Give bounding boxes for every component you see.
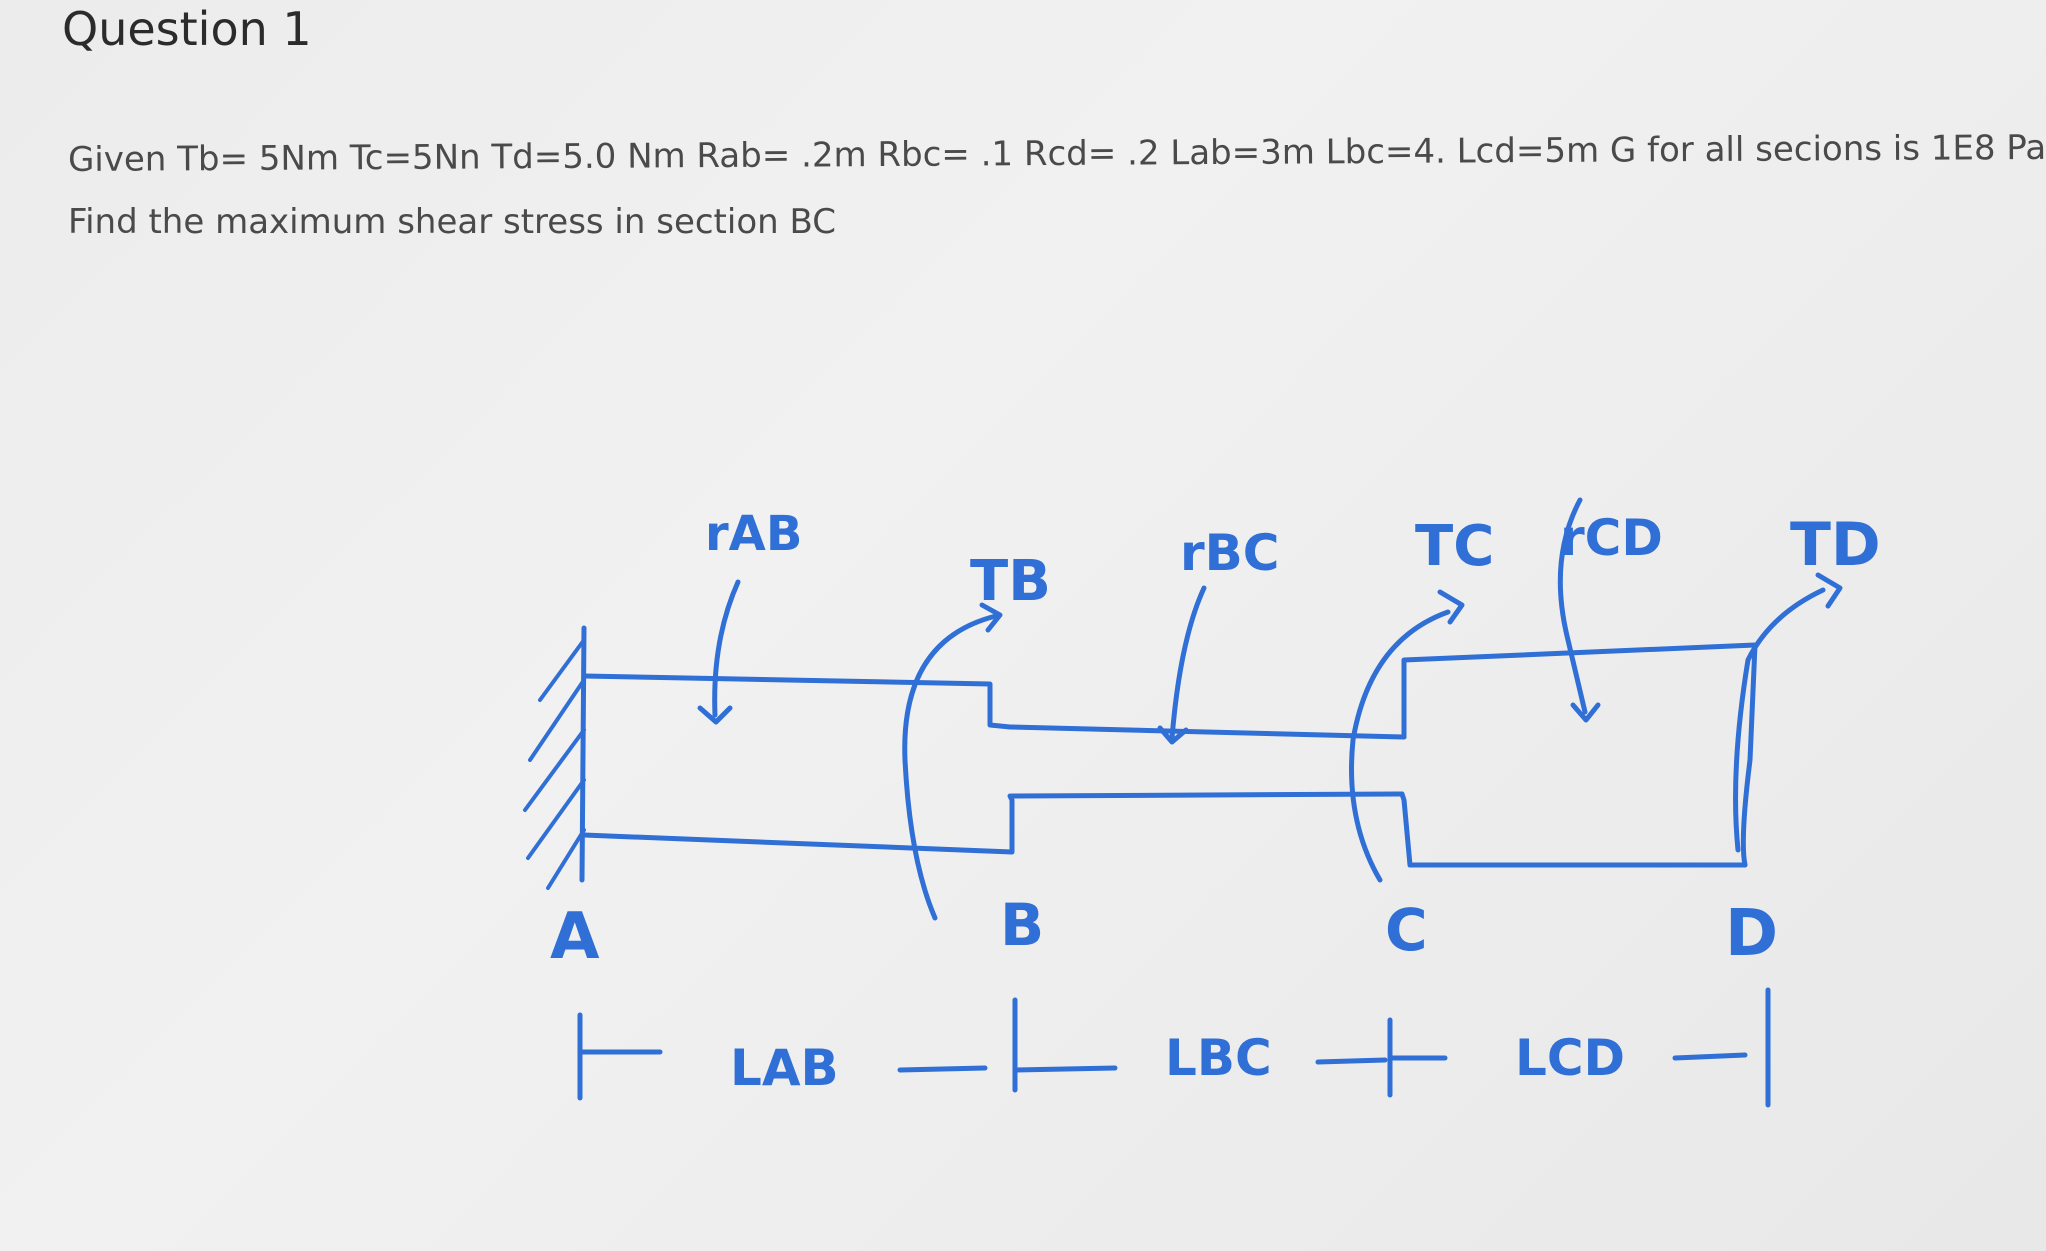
end-d-outline: [1740, 642, 1758, 868]
label-point-a: A: [550, 900, 600, 974]
fixed-wall: [579, 625, 587, 883]
dimension-segment-cd-end: [1672, 1052, 1748, 1061]
torque-b-arc: [902, 613, 999, 921]
find-prompt-text: Find the maximum shear stress in section…: [68, 202, 836, 242]
label-r-bc: rBC: [1180, 524, 1279, 582]
r-cd-leader: [1557, 497, 1588, 715]
section-bc-outline: [1007, 724, 1407, 799]
label-l-ab: LAB: [730, 1039, 839, 1097]
r-ab-leader: [712, 579, 741, 718]
section-ab-outline: [581, 673, 1015, 855]
dimension-segment-bc: [1012, 1065, 1118, 1073]
torque-d-arrowhead: [1815, 572, 1843, 609]
r-bc-arrowhead: [1157, 725, 1189, 745]
section-cd-outline: [1399, 642, 1758, 868]
torque-c-arc: [1349, 609, 1451, 883]
dimension-segment-bc-end: [1315, 1057, 1388, 1065]
r-bc-leader: [1169, 585, 1207, 741]
label-point-d: D: [1725, 897, 1778, 971]
label-t-d: TD: [1790, 510, 1881, 580]
torque-d-arc: [1733, 587, 1826, 853]
dimension-segment-ab-end: [897, 1065, 988, 1073]
label-r-cd: rCD: [1560, 509, 1663, 567]
label-point-c: C: [1385, 896, 1428, 964]
label-point-b: B: [1000, 891, 1044, 959]
label-r-ab: rAB: [705, 506, 802, 562]
wall-hatching: [523, 638, 586, 890]
torque-b-arrowhead: [979, 602, 1003, 633]
label-t-b: TB: [970, 549, 1051, 614]
r-cd-arrowhead: [1570, 702, 1601, 723]
label-l-bc: LBC: [1165, 1029, 1272, 1087]
r-ab-arrowhead: [697, 705, 733, 725]
label-l-cd: LCD: [1515, 1029, 1625, 1087]
label-t-c: TC: [1415, 514, 1494, 579]
torque-c-arrowhead: [1437, 589, 1465, 625]
question-title: Question 1: [62, 2, 312, 56]
